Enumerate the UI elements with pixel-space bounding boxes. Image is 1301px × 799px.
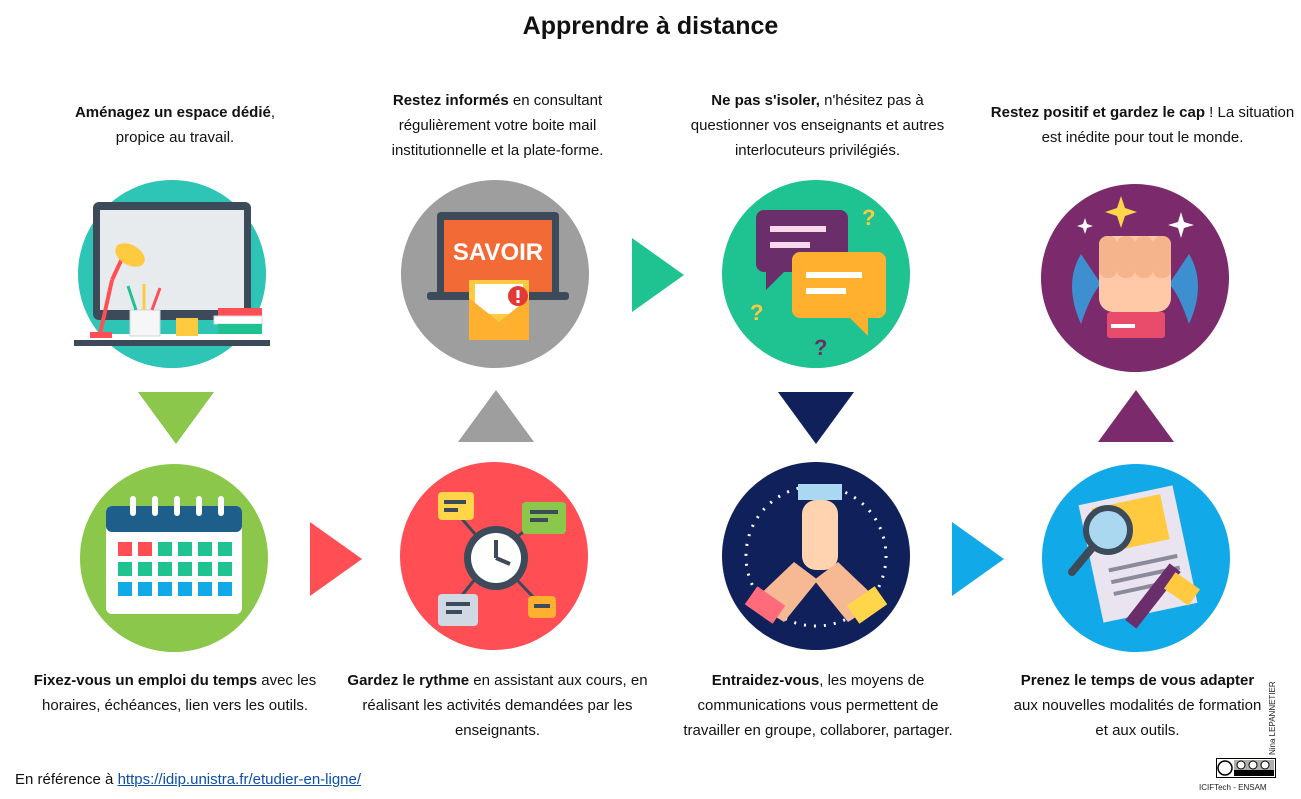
arrow-down-navy <box>778 392 854 444</box>
step-6-text: Gardez le rythme en assistant aux cours,… <box>345 668 650 743</box>
svg-text:?: ? <box>814 335 827 360</box>
calendar-cell <box>218 562 232 576</box>
calendar-cell <box>178 562 192 576</box>
step-2-rest: en consultant régulièrement votre boite … <box>391 92 604 159</box>
footer-prefix: En référence à <box>15 771 118 788</box>
clock-icon <box>400 462 588 650</box>
calendar-cell <box>138 562 152 576</box>
calendar-cell <box>218 542 232 556</box>
calendar-cell <box>118 562 132 576</box>
fist-icon <box>1041 184 1229 372</box>
calendar-cell <box>158 582 172 596</box>
page-title: Apprendre à distance <box>522 12 779 40</box>
step-8-bold: Prenez le temps de vous adapter <box>1020 672 1255 689</box>
calendar-cell <box>178 542 192 556</box>
calendar-cell <box>218 582 232 596</box>
step-7-text: Entraidez-vous, les moyens de communicat… <box>668 668 968 743</box>
calendar-cell <box>198 582 212 596</box>
arrow-up-gray <box>458 390 534 442</box>
laptop-icon: SAVOIR <box>401 180 589 368</box>
credit-text: ICIFTech - ENSAM <box>1199 783 1267 792</box>
arrow-right-green <box>632 238 684 312</box>
step-6-bold: Gardez le rythme <box>347 672 470 689</box>
step-4-bold: Restez positif et gardez le cap <box>990 104 1205 121</box>
step-3-text: Ne pas s'isoler, n'hésitez pas à questio… <box>675 88 960 163</box>
step-7-rest: , les moyens de communications vous perm… <box>683 672 953 739</box>
calendar-cell <box>138 582 152 596</box>
step-5-rest: avec les horaires, échéances, lien vers … <box>42 672 317 714</box>
calendar-cell <box>158 562 172 576</box>
calendar-cell <box>158 542 172 556</box>
calendar-cell <box>178 582 192 596</box>
step-8-rest: aux nouvelles modalités de formation et … <box>1013 697 1262 739</box>
footer-reference: En référence à https://idip.unistra.fr/e… <box>15 771 361 788</box>
calendar-cell <box>138 542 152 556</box>
arrow-right-blue <box>952 522 1004 596</box>
document-search-icon <box>1042 464 1230 652</box>
savoir-label: SAVOIR <box>453 239 543 266</box>
workspace-icon <box>74 180 270 368</box>
svg-text:?: ? <box>862 205 875 230</box>
reference-link[interactable]: https://idip.unistra.fr/etudier-en-ligne… <box>117 771 362 788</box>
step-7-bold: Entraidez-vous <box>711 672 820 689</box>
step-1-rest: , propice au travail. <box>115 104 276 146</box>
step-4-text: Restez positif et gardez le cap ! La sit… <box>990 100 1295 150</box>
step-5-bold: Fixez-vous un emploi du temps <box>33 672 258 689</box>
creative-commons-license-icon <box>1216 758 1276 778</box>
step-1-bold: Aménagez un espace dédié <box>74 104 271 121</box>
step-3-bold: Ne pas s'isoler, <box>711 92 820 109</box>
calendar-cell <box>198 542 212 556</box>
step-6-rest: en assistant aux cours, en réalisant les… <box>362 672 648 739</box>
svg-text:?: ? <box>750 300 763 325</box>
calendar-icon <box>80 464 268 652</box>
step-5-text: Fixez-vous un emploi du temps avec les h… <box>25 668 325 718</box>
teamwork-hands-icon <box>722 462 910 650</box>
calendar-cell <box>118 542 132 556</box>
calendar-cell <box>198 562 212 576</box>
calendar-cell <box>118 582 132 596</box>
arrow-up-purple <box>1098 390 1174 442</box>
step-1-text: Aménagez un espace dédié, propice au tra… <box>40 100 310 150</box>
step-2-text: Restez informés en consultant régulièrem… <box>355 88 640 163</box>
author-name: Nina LEPANNETIER <box>1268 681 1277 755</box>
step-4-rest: ! La situation est inédite pour tout le … <box>1041 104 1295 146</box>
step-3-rest: n'hésitez pas à questionner vos enseigna… <box>690 92 945 159</box>
arrow-right-red <box>310 522 362 596</box>
step-8-text: Prenez le temps de vous adapter aux nouv… <box>1010 668 1265 743</box>
step-2-bold: Restez informés <box>392 92 509 109</box>
chat-icon: ? ? ? <box>722 180 910 368</box>
arrow-down-green <box>138 392 214 444</box>
